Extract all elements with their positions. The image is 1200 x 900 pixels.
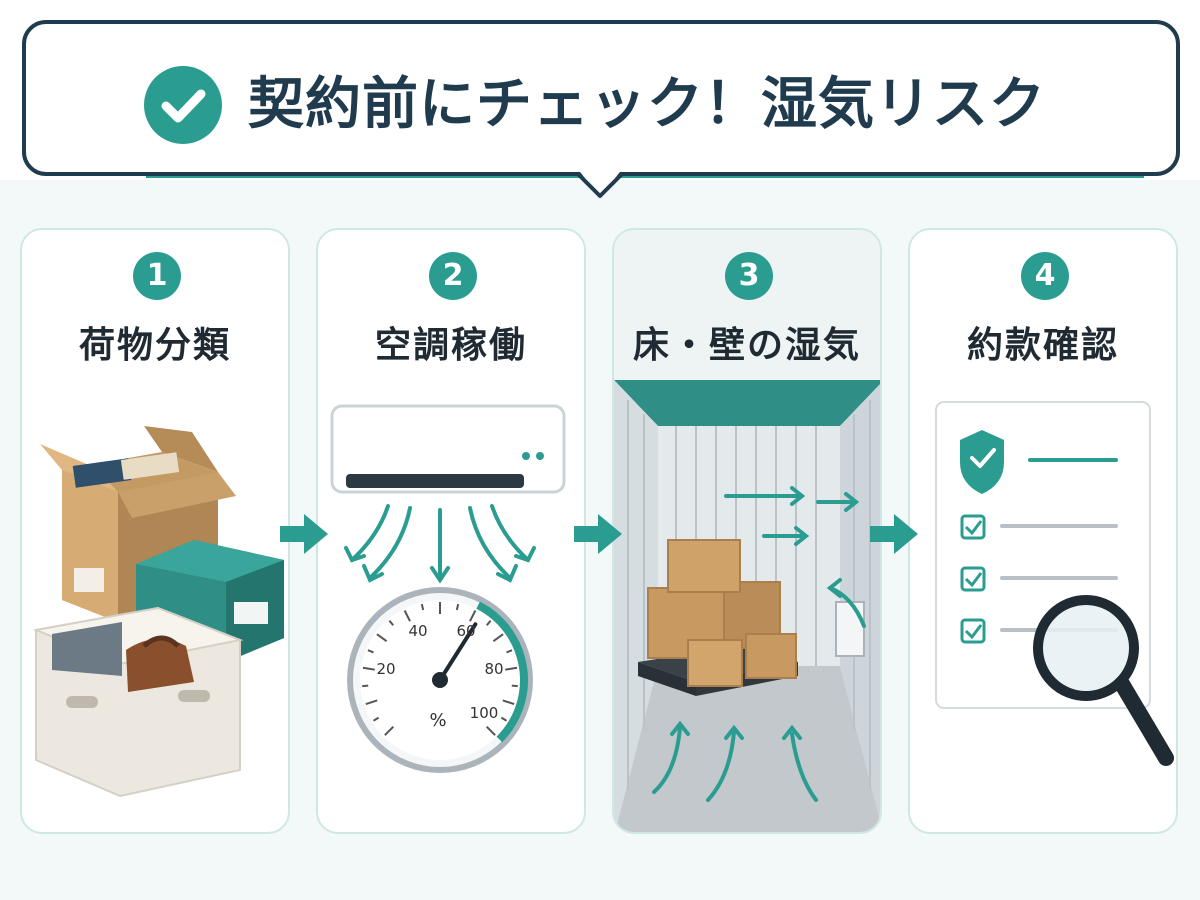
step-card-3: 3 床・壁の湿気 (612, 228, 882, 834)
bubble-tail (576, 172, 624, 198)
arrow-right-icon (870, 514, 918, 554)
magnifier-icon (1033, 595, 1174, 766)
gauge-tick-mark (388, 620, 395, 626)
gauge-tick-100: 100 (470, 704, 499, 722)
gauge-tick-mark (485, 620, 492, 626)
vent-icon (835, 601, 865, 657)
gauge-tick-mark (362, 666, 375, 671)
gauge-tick-mark (376, 633, 388, 643)
gauge-tick-80: 80 (484, 660, 503, 678)
check-circle-icon (144, 66, 222, 144)
gauge-tick-mark (384, 725, 395, 736)
gauge-tick-mark (500, 716, 508, 722)
step-title: 約款確認 (966, 325, 1119, 366)
step-number: 3 (725, 252, 773, 300)
gauge-high-band (476, 601, 528, 743)
gauge-tick-mark (492, 633, 504, 643)
step-number: 1 (133, 252, 181, 300)
gauge-tick-mark (420, 603, 425, 611)
gauge-tick-mark (469, 610, 477, 622)
step-number: 4 (1021, 252, 1069, 300)
step-card-2: 2 空調稼働 20 40 60 80 100 % (316, 228, 586, 834)
moisture-arrows (652, 486, 866, 802)
gauge-tick-mark (365, 699, 378, 706)
page-title: 契約前にチェック！湿気リスク (248, 72, 1046, 137)
storage-room-illustration (614, 380, 880, 832)
white-bin-icon (32, 606, 244, 798)
step-title: 空調稼働 (374, 325, 527, 366)
gauge-tick-40: 40 (408, 622, 427, 640)
step-card-4: 4 約款確認 (908, 228, 1178, 834)
gauge-pivot (432, 672, 448, 688)
air-conditioner-illustration: 20 40 60 80 100 % (330, 404, 566, 773)
arrow-right-icon (280, 514, 328, 554)
gauge-tick-mark (455, 603, 460, 611)
gauge-tick-mark (372, 716, 380, 722)
gauge-tick-mark (506, 649, 513, 654)
arrow-right-icon (574, 514, 622, 554)
air-conditioner-icon (330, 404, 566, 494)
gauge-tick-mark (505, 666, 518, 671)
stacked-boxes-icon (647, 539, 797, 687)
gauge-needle (438, 622, 478, 682)
hygrometer-gauge (347, 587, 533, 773)
gauge-unit: % (429, 710, 446, 731)
storage-boxes-illustration (32, 426, 284, 798)
contract-document-illustration (935, 401, 1174, 766)
title-underline (146, 176, 1144, 178)
step-title: 床・壁の湿気 (632, 325, 861, 366)
gauge-tick-20: 20 (376, 660, 395, 678)
gauge-tick-mark (485, 725, 496, 736)
corrugated-wall-lines (627, 400, 871, 790)
step-title: 荷物分類 (78, 325, 231, 366)
step-card-1: 1 荷物分類 (20, 228, 290, 834)
gauge-tick-mark (403, 610, 411, 622)
airflow-arrows (344, 504, 536, 584)
step-number: 2 (429, 252, 477, 300)
title-banner: 契約前にチェック！湿気リスク (22, 20, 1180, 178)
gauge-tick-60: 60 (456, 622, 475, 640)
gauge-tick-mark (502, 699, 515, 706)
gauge-tick-mark (367, 649, 374, 654)
